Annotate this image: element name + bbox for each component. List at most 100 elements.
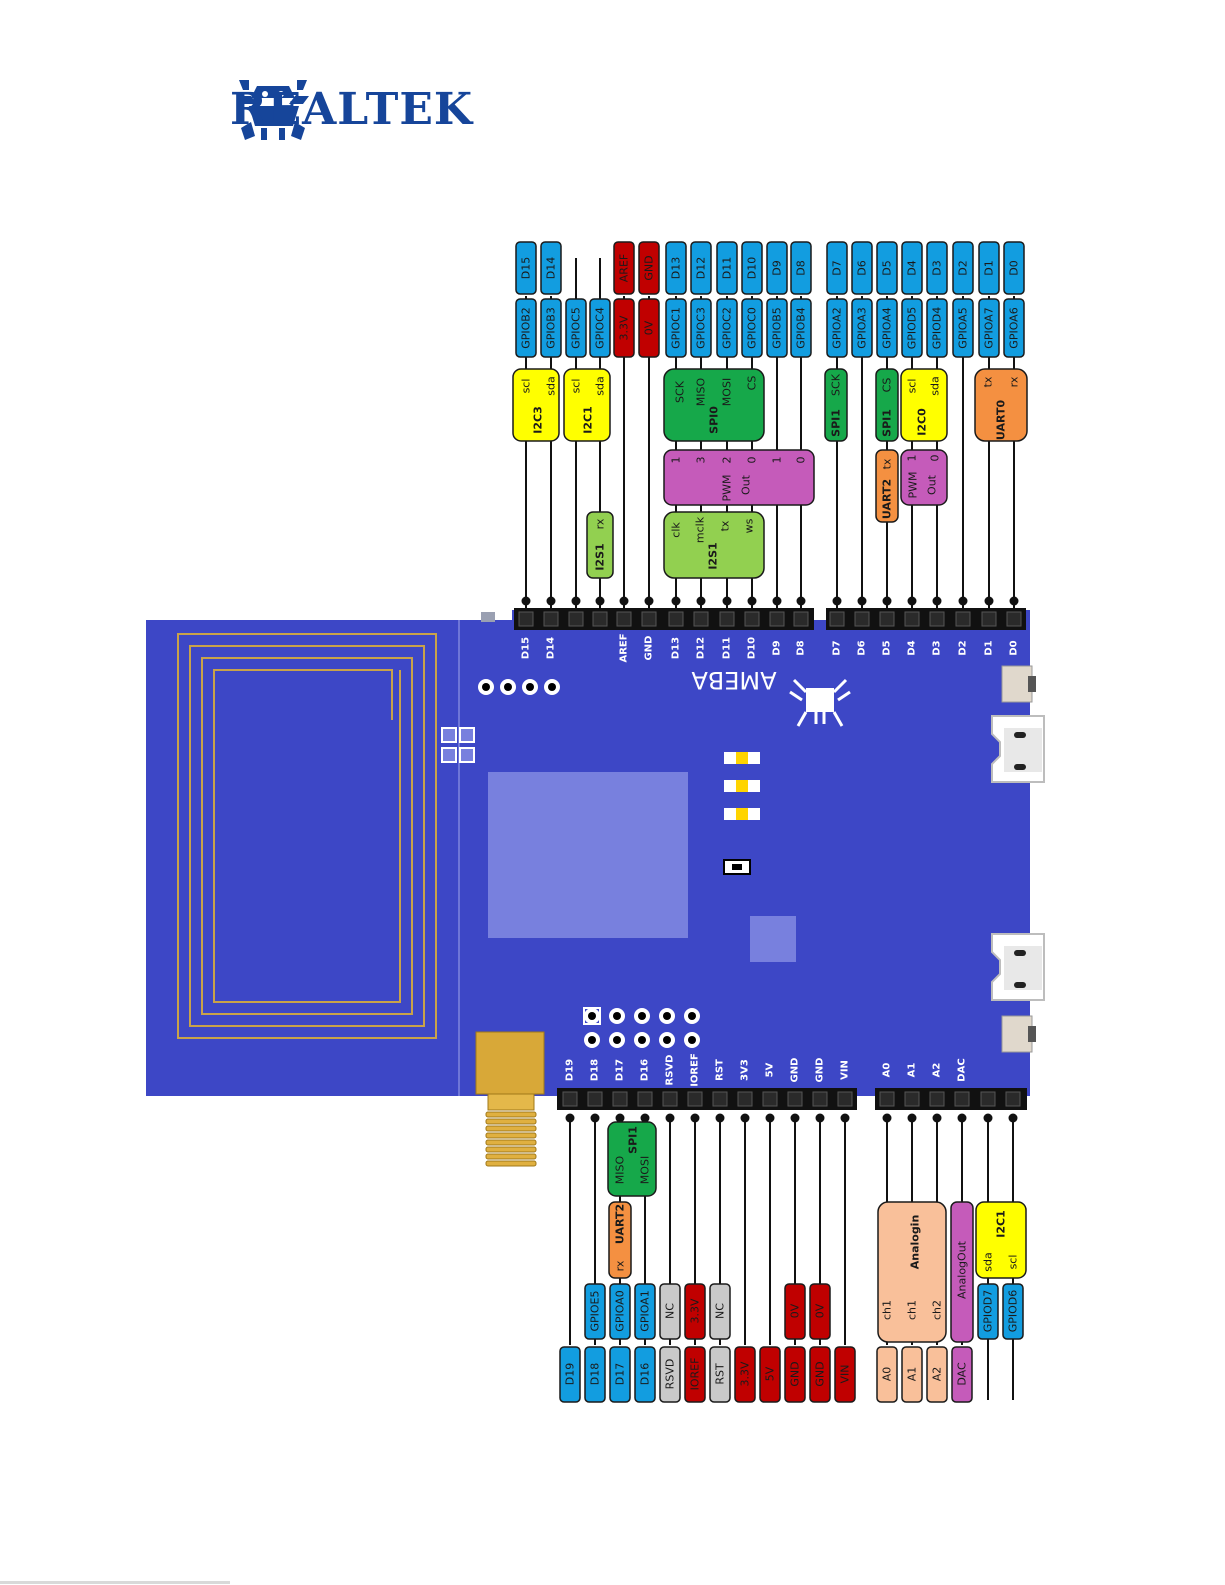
top-header-socket bbox=[829, 611, 845, 627]
uart0-tx: tx bbox=[982, 376, 995, 387]
pin-name-d8: D8 bbox=[795, 260, 808, 275]
bottom-header-left bbox=[557, 1088, 857, 1110]
bottom-header-socket bbox=[762, 1091, 778, 1107]
pwm-main-box bbox=[663, 449, 815, 506]
top-header-socket bbox=[744, 611, 760, 627]
bottom-header-dot bbox=[615, 1113, 625, 1123]
bottom-header-socket bbox=[612, 1091, 628, 1107]
bottom-pin-name-d19: D19 bbox=[564, 1363, 577, 1385]
bottom-pin-box-d16 bbox=[634, 1346, 656, 1403]
pwm-main-channel: 3 bbox=[695, 457, 708, 464]
top-header-dot bbox=[958, 596, 968, 606]
pin-name-d15: D15 bbox=[520, 257, 533, 279]
bottom-pin-name-rst: RST bbox=[714, 1363, 727, 1385]
sma-thread bbox=[485, 1111, 537, 1118]
spi1-bottom-miso: MISO bbox=[614, 1155, 627, 1184]
top-header-socket bbox=[1006, 611, 1022, 627]
bottom-header-dot bbox=[665, 1113, 675, 1123]
header-label-aref: AREF bbox=[619, 633, 630, 662]
top-header-socket bbox=[769, 611, 785, 627]
spi0-box bbox=[663, 368, 765, 442]
pwm-small-box bbox=[900, 449, 948, 506]
gpio-name-d0: GPIOA6 bbox=[1008, 307, 1021, 348]
gpio-box-d13 bbox=[665, 298, 687, 358]
bottom-header-socket bbox=[929, 1091, 945, 1107]
analogin-title: Analogin bbox=[909, 1215, 922, 1270]
icsp-header bbox=[583, 1007, 700, 1048]
i2c1-top-title: I2C1 bbox=[582, 406, 595, 433]
header-label-d7: D7 bbox=[832, 640, 843, 655]
gpio-box-d11 bbox=[716, 298, 738, 358]
brand-name: REALTEK bbox=[230, 84, 473, 136]
top-header-dot bbox=[907, 596, 917, 606]
pin-box-d0 bbox=[1003, 241, 1025, 295]
spi1-sck-label: SCK bbox=[830, 373, 843, 396]
rf-pads bbox=[441, 727, 475, 763]
header-label-d4: D4 bbox=[907, 640, 918, 655]
bottom-header-socket bbox=[712, 1091, 728, 1107]
bottom-header-dot bbox=[815, 1113, 825, 1123]
gpio-name-d14: GPIOB3 bbox=[545, 307, 558, 349]
reset-jumper-inner bbox=[732, 864, 742, 870]
top-header-dot bbox=[521, 596, 531, 606]
brand-name-text: REALTEK bbox=[230, 84, 474, 135]
bottom-gpio-box-d16 bbox=[634, 1283, 656, 1340]
bottom-pin-box-3v3 bbox=[734, 1346, 756, 1403]
top-header-dot bbox=[571, 596, 581, 606]
spi1-bottom-title: SPI1 bbox=[627, 1126, 640, 1154]
bottom-pin-name-vin: VIN bbox=[839, 1365, 852, 1384]
bottom-header-socket bbox=[954, 1091, 970, 1107]
top-header-socket bbox=[904, 611, 920, 627]
realtek-crab-icon bbox=[789, 678, 851, 727]
pwm-small-channel-1: 1 bbox=[906, 455, 919, 462]
bottom-pin-box-d17 bbox=[609, 1346, 631, 1403]
bottom-pin-box-5v bbox=[759, 1346, 781, 1403]
pin-box-d9 bbox=[766, 241, 788, 295]
bottom-gpio-name-rsvd: NC bbox=[664, 1303, 677, 1319]
small-chip bbox=[750, 916, 796, 962]
spi1-bottom-mosi: MOSI bbox=[639, 1156, 652, 1184]
top-header-dot bbox=[932, 596, 942, 606]
bottom-pin-name-d16: D16 bbox=[639, 1363, 652, 1385]
top-header-socket bbox=[616, 611, 632, 627]
gpio-box-d1 bbox=[978, 298, 1000, 358]
bottom-header-label-rsvd: RSVD bbox=[665, 1055, 676, 1086]
top-header-dot bbox=[644, 596, 654, 606]
bottom-gpio-box-rsvd bbox=[659, 1283, 681, 1340]
pwm-main-channel: 1 bbox=[771, 457, 784, 464]
pin-name-d6: D6 bbox=[856, 260, 869, 275]
sma-thread bbox=[485, 1160, 537, 1167]
pin-name-gnd: GND bbox=[643, 255, 656, 280]
bottom-header-label-a2: A2 bbox=[932, 1063, 943, 1078]
i2s1-mclk: mclk bbox=[694, 516, 707, 543]
spi0-miso: MISO bbox=[695, 377, 708, 406]
top-header-socket bbox=[854, 611, 870, 627]
i2c3-sda: sda bbox=[545, 376, 558, 395]
top-header-dot bbox=[595, 596, 605, 606]
gpio-name-d12: GPIOC3 bbox=[695, 307, 708, 349]
pin-box-gnd bbox=[638, 241, 660, 295]
gpio-box-d9 bbox=[766, 298, 788, 358]
sma-thread bbox=[485, 1118, 537, 1125]
pin-name-d13: D13 bbox=[670, 257, 683, 279]
bottom-header-dot bbox=[983, 1113, 993, 1123]
pin-name-d2: D2 bbox=[957, 260, 970, 275]
pwm-main-channel: 0 bbox=[795, 457, 808, 464]
status-leds bbox=[724, 752, 760, 820]
spi0-mosi: MOSI bbox=[721, 378, 734, 406]
bottom-gpio-box-sda bbox=[977, 1283, 999, 1340]
bottom-header-label-ioref: IOREF bbox=[690, 1053, 701, 1087]
top-header-socket bbox=[592, 611, 608, 627]
i2c0-title: I2C0 bbox=[916, 408, 929, 436]
bottom-pin-name-a0: A0 bbox=[881, 1367, 894, 1382]
gpio-name-d15: GPIOB2 bbox=[520, 307, 533, 349]
top-header-dot bbox=[857, 596, 867, 606]
bottom-pin-box-dac bbox=[951, 1346, 973, 1403]
spi1-sck-box bbox=[824, 368, 848, 442]
push-button-bottom bbox=[1001, 1015, 1036, 1053]
gpio-name-d6: GPIOA3 bbox=[856, 307, 869, 348]
i2c1-top-sda: sda bbox=[594, 376, 607, 395]
header-label-d11: D11 bbox=[722, 637, 733, 659]
pin-box-aref bbox=[613, 241, 635, 295]
